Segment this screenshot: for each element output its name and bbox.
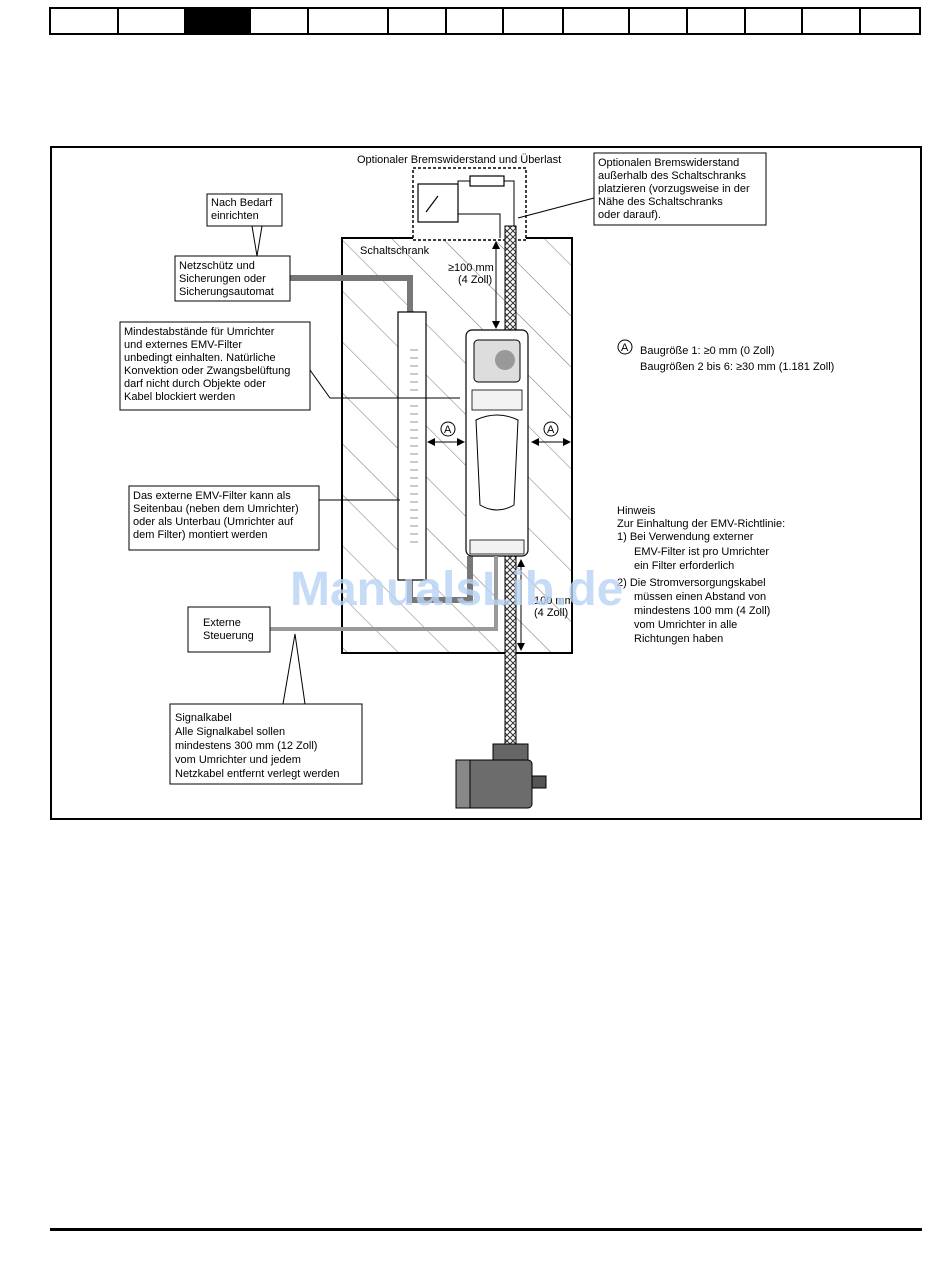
signal-5: Netzkabel entfernt verlegt werden [175,768,339,780]
marker-a-right: A [547,424,555,436]
filter-3: oder als Unterbau (Umrichter auf [133,516,294,528]
tab-8[interactable] [504,9,565,33]
clearance-4: Konvektion oder Zwangsbelüftung [124,365,290,377]
mains-cable [290,275,413,312]
clearance-5: darf nicht durch Objekte oder [124,378,266,390]
clearance-1: Mindestabstände für Umrichter [124,326,275,338]
top-clearance-1: ≥100 mm [448,262,494,274]
note-item2-5: Richtungen haben [634,633,723,645]
marker-a-left: A [444,424,452,436]
external-control-box [187,606,271,653]
tab-10[interactable] [630,9,688,33]
tab-13[interactable] [803,9,862,33]
contactor-2: Sicherungen oder [179,273,266,285]
motor [455,743,547,809]
control-cable [270,556,498,631]
installation-diagram-frame [50,146,922,820]
size-note-line1: Baugröße 1: ≥0 mm (0 Zoll) [640,345,774,357]
footer-rule [50,1228,922,1231]
as-needed-1: Nach Bedarf [211,197,273,209]
tab-9[interactable] [564,9,630,33]
filter-4: dem Filter) montiert werden [133,529,268,541]
note-title: Hinweis [617,505,656,517]
tab-4[interactable] [251,9,310,33]
drive-unit [465,329,529,557]
external-control-2: Steuerung [203,630,254,642]
contactor-callout-box [174,255,291,302]
external-control-1: Externe [203,617,241,629]
overload-resistor [469,175,505,187]
brake-callout-2: außerhalb des Schaltschranks [598,170,746,182]
clearance-3: unbedingt einhalten. Natürliche [124,352,276,364]
size-note-marker: A [621,342,629,354]
tab-2[interactable] [119,9,186,33]
tab-1[interactable] [51,9,119,33]
clearance-2: und externes EMV-Filter [124,339,242,351]
emc-filter-ribs [410,349,418,543]
note-item1-2: EMV-Filter ist pro Umrichter [634,546,769,558]
size-note-line2: Baugrößen 2 bis 6: ≥30 mm (1.181 Zoll) [640,361,834,373]
note-item2-3: mindestens 100 mm (4 Zoll) [634,605,770,617]
clearance-6: Kabel blockiert werden [124,391,235,403]
motor-cable-top [504,225,517,337]
brake-callout-box [593,152,767,226]
signal-3: mindestens 300 mm (12 Zoll) [175,740,317,752]
contactor-1: Netzschütz und [179,260,255,272]
signal-callout-box [169,703,363,785]
signal-4: vom Umrichter und jedem [175,754,301,766]
watermark: ManualsLib.de [290,563,623,616]
clearance-callout-box [119,321,311,411]
filter-1: Das externe EMV-Filter kann als [133,490,291,502]
cabinet-label: Schaltschrank [360,245,430,257]
top-tab-bar [49,7,921,35]
contactor-3: Sicherungsautomat [179,286,274,298]
signal-1: Signalkabel [175,712,232,724]
bottom-clearance-2: (4 Zoll) [534,607,568,619]
as-needed-2: einrichten [211,210,259,222]
brake-resistor-label: Optionaler Bremswiderstand und Überlast [357,154,561,166]
note-item1-1: 1) Bei Verwendung externer [617,531,754,543]
brake-callout-3: platzieren (vorzugsweise in der [598,183,750,195]
brake-resistor-symbol [417,183,459,223]
signal-2: Alle Signalkabel sollen [175,726,285,738]
tab-3-active[interactable] [185,9,252,33]
tab-11[interactable] [688,9,746,33]
tab-6[interactable] [389,9,447,33]
filter-callout-box [128,485,320,551]
brake-callout-1: Optionalen Bremswiderstand [598,157,739,169]
tab-5[interactable] [309,9,389,33]
note-item1-3: ein Filter erforderlich [634,560,734,572]
top-clearance-2: (4 Zoll) [458,274,492,286]
brake-callout-4: Nähe des Schaltschranks [598,196,723,208]
note-item2-2: müssen einen Abstand von [634,591,766,603]
bottom-clearance-1: 100 mm [534,595,574,607]
note-intro: Zur Einhaltung der EMV-Richtlinie: [617,518,785,530]
filter-2: Seitenbau (neben dem Umrichter) [133,503,299,515]
tab-12[interactable] [746,9,804,33]
note-item2-1: 2) Die Stromversorgungskabel [617,577,766,589]
as-needed-callout-box [206,193,283,227]
brake-callout-5: oder darauf). [598,209,661,221]
tab-7[interactable] [447,9,505,33]
note-item2-4: vom Umrichter in alle [634,619,737,631]
